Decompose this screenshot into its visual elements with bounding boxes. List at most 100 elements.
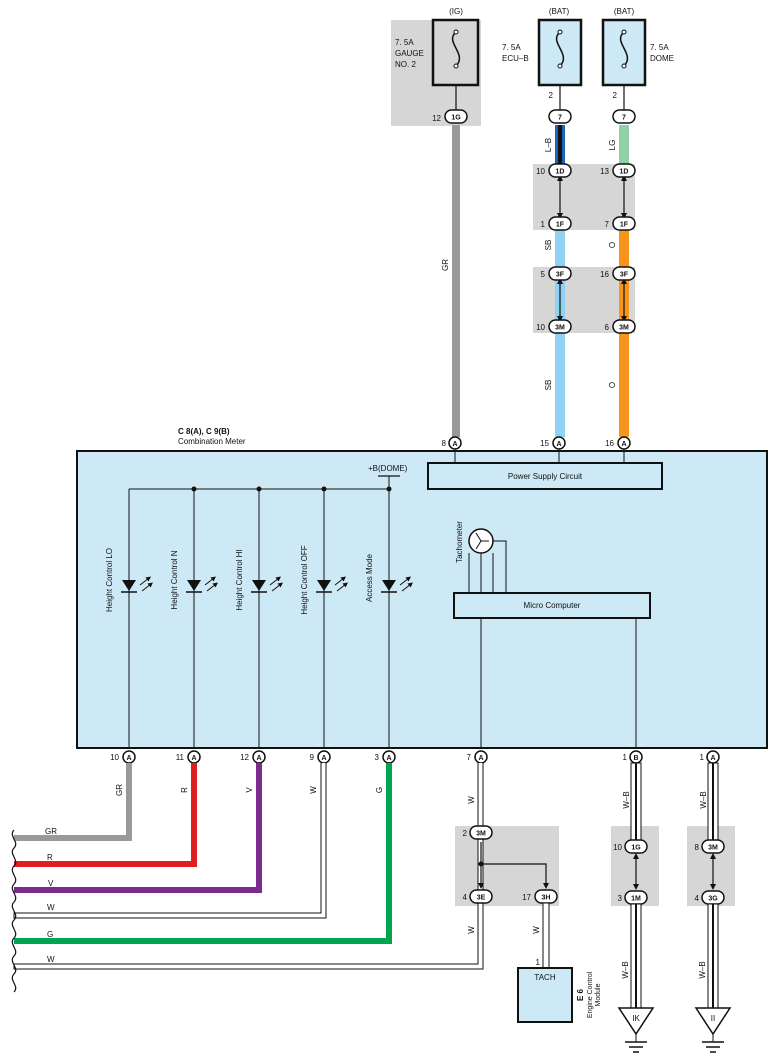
svg-text:A: A [321, 755, 326, 762]
svg-text:A: A [386, 755, 391, 762]
led-height-control-n: Height Control N [170, 489, 218, 748]
meter-input-pin-15: 15 A [540, 436, 566, 450]
bottom-pin-1b: 1 B [623, 750, 643, 764]
connector-tach-3m: 2 3M [463, 825, 493, 840]
led-access-mode: Access Mode [365, 489, 413, 748]
wire-color-label: W [467, 926, 476, 934]
svg-text:3: 3 [618, 894, 623, 903]
fuse-name: GAUGE [395, 49, 424, 58]
power-supply-circuit [427, 462, 663, 490]
fuse-name-2: NO. 2 [395, 60, 416, 69]
meter-input-pin-16: 16 A [605, 436, 631, 450]
svg-text:4: 4 [695, 894, 700, 903]
wire-out-r [14, 763, 197, 867]
led-height-control-hi: Height Control HI [235, 489, 283, 748]
tachometer-icon: Tachometer [455, 521, 507, 593]
svg-text:Height Control OFF: Height Control OFF [300, 545, 309, 614]
tach-terminal-label: TACH [534, 973, 555, 982]
wire-color-label: R [180, 787, 189, 793]
svg-text:3H: 3H [542, 895, 551, 902]
svg-text:1: 1 [541, 220, 546, 229]
svg-text:10: 10 [536, 323, 545, 332]
svg-text:3M: 3M [619, 325, 629, 332]
svg-text:2: 2 [463, 829, 468, 838]
svg-text:A: A [256, 755, 261, 762]
connector-ecu-1d: 10 1D [536, 163, 572, 178]
wire-color-label: SB [544, 380, 553, 391]
bottom-pin-3a: 3 A [375, 750, 396, 764]
connector-dome-1d: 13 1D [600, 163, 636, 178]
wire-ecu-lb-stripe [558, 125, 562, 165]
meter-ref-label: C 8(A), C 9(B) [178, 427, 230, 436]
svg-text:3F: 3F [556, 272, 565, 279]
left-wire-label: W [47, 955, 55, 964]
wire-color-label: G [375, 787, 384, 793]
wire-color-label: W–B [622, 791, 631, 808]
connector-gauge-1g: 12 1G [432, 109, 468, 124]
fuse-rating: 7. 5A [395, 38, 414, 47]
bottom-pin-1a: 1 A [700, 750, 720, 764]
svg-text:17: 17 [522, 893, 531, 902]
tach-junction-link [481, 863, 549, 889]
tachometer-label: Tachometer [455, 521, 464, 563]
ecm-name-label: Module [595, 983, 602, 1006]
dome-supply-label: +B(DOME) [368, 464, 408, 473]
wire-gauge-gr [452, 125, 460, 437]
connector-dome-7: 7 [612, 109, 636, 124]
wire-color-label: W [309, 786, 318, 794]
svg-text:B: B [633, 755, 638, 762]
fuse-name: DOME [650, 54, 674, 63]
svg-text:8: 8 [442, 439, 447, 448]
left-wire-label: R [47, 853, 53, 862]
svg-text:1D: 1D [556, 169, 565, 176]
svg-text:1F: 1F [556, 222, 565, 229]
svg-text:4: 4 [463, 893, 468, 902]
ecm-ref-label: E 6 [576, 988, 585, 1001]
connector-dome-1f: 7 1F [605, 216, 636, 231]
svg-text:Height Control HI: Height Control HI [235, 549, 244, 610]
wire-color-label: O [608, 242, 617, 248]
svg-text:A: A [710, 755, 715, 762]
wire-out-gr [14, 763, 132, 841]
fuse-ecu-b: (BAT) 7. 5A ECU–B [502, 7, 583, 87]
svg-text:A: A [621, 441, 626, 448]
svg-text:1F: 1F [620, 222, 629, 229]
wire-color-label: W–B [699, 791, 708, 808]
bottom-pin-10a: 10 A [110, 750, 136, 764]
wire-color-label: W–B [698, 961, 707, 978]
svg-text:9: 9 [310, 753, 315, 762]
svg-text:10: 10 [110, 753, 119, 762]
wire-color-label: SB [544, 240, 553, 251]
svg-text:5: 5 [541, 270, 546, 279]
svg-text:A: A [126, 755, 131, 762]
fuse-dome: (BAT) 7. 5A DOME [601, 7, 674, 87]
svg-text:7: 7 [605, 220, 610, 229]
svg-text:A: A [478, 755, 483, 762]
svg-text:16: 16 [600, 270, 609, 279]
wire-color-label: V [245, 787, 254, 793]
connector-tach-3e: 4 3E [463, 889, 493, 904]
pin-number: 2 [613, 91, 618, 100]
wire-out-w1 [13, 763, 327, 919]
connector-dome-3f: 16 3F [600, 266, 636, 281]
combination-meter-box [76, 450, 768, 749]
svg-text:3G: 3G [708, 896, 718, 903]
svg-text:15: 15 [540, 439, 549, 448]
svg-text:3M: 3M [708, 845, 718, 852]
svg-text:Access Mode: Access Mode [365, 553, 374, 602]
svg-text:IK: IK [632, 1014, 640, 1023]
led-height-control-lo: Height Control LO [105, 489, 153, 748]
connector-ecu-1f: 1 1F [541, 216, 572, 231]
ecm-tach-box [517, 967, 573, 1023]
meter-input-pin-8: 8 A [442, 436, 462, 450]
fuse-source-label: (BAT) [614, 7, 635, 16]
left-wire-label: G [47, 930, 53, 939]
svg-text:10: 10 [613, 843, 622, 852]
left-wire-label: GR [45, 827, 57, 836]
svg-text:1D: 1D [620, 169, 629, 176]
micro-computer [453, 592, 651, 619]
bottom-pin-7a: 7 A [467, 750, 488, 764]
wire-color-label: O [608, 382, 617, 388]
svg-text:11: 11 [176, 753, 185, 762]
ecm-name-label: Engine Control [587, 971, 594, 1018]
